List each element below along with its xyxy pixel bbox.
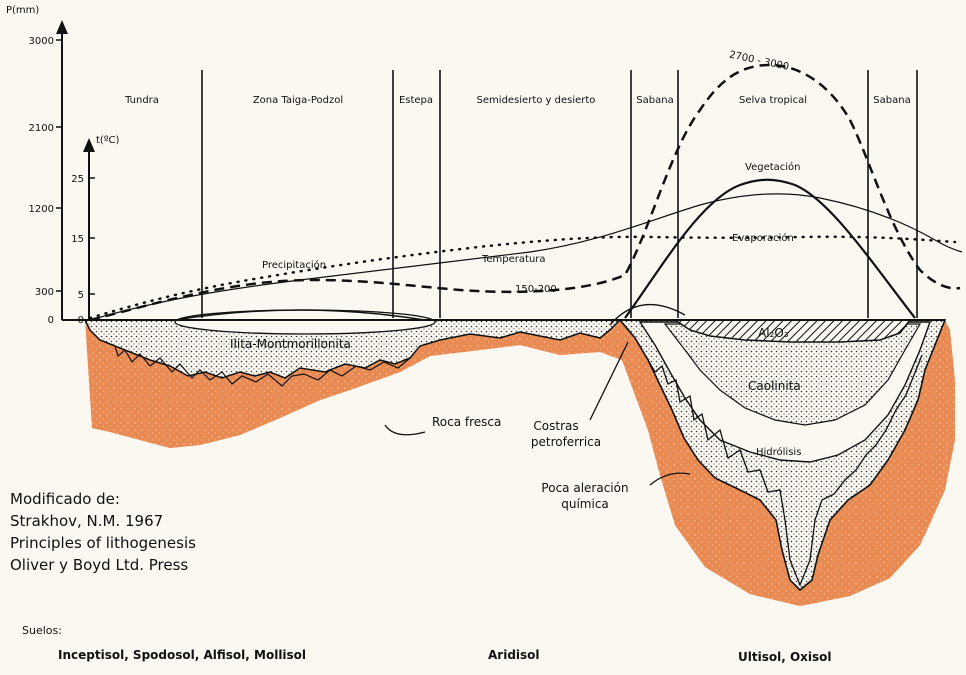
reference-line-2: Strakhov, N.M. 1967 <box>10 512 164 530</box>
bowl-jagged-edge <box>647 354 923 587</box>
p-tick-2100: 2100 <box>29 123 54 134</box>
t-tick-25: 25 <box>71 174 84 185</box>
zone-label-savanna-1: Sabana <box>636 95 673 106</box>
p-tick-1200: 1200 <box>29 204 54 215</box>
kaolinite-label: Caolinita <box>748 379 801 393</box>
illite-lens <box>174 309 436 335</box>
illite-label: Ilita-Montmorillonita <box>230 337 351 351</box>
p-axis-label: P(mm) <box>6 5 39 16</box>
reference-line-3: Principles of lithogenesis <box>10 534 196 552</box>
crust-arrow <box>609 303 686 326</box>
hydrolysis-label: Hidrólisis <box>756 446 801 458</box>
illite-jagged-edge <box>114 345 411 387</box>
p-axis: P(mm) 3000 2100 1200 300 0 <box>6 5 68 326</box>
crusts-label-line1: Costras <box>533 419 578 433</box>
zone-label-savanna-2: Sabana <box>873 95 910 106</box>
t-tick-15: 15 <box>71 234 84 245</box>
kaolinite-zone <box>663 323 922 426</box>
zone-label-steppe: Estepa <box>399 95 433 106</box>
soils-legend: Suelos: Inceptisol, Spodosol, Alfisol, M… <box>0 620 966 670</box>
temperature-label: Temperatura <box>481 254 546 265</box>
weak-alteration-label-line1: Poca aleración <box>541 481 628 495</box>
zone-label-taiga: Zona Taiga-Podzol <box>253 95 343 106</box>
precipitation-high-label: 2700 - 3000 <box>728 50 790 73</box>
evaporation-curve <box>88 235 957 320</box>
alumina-label: Al₂O₃ <box>758 326 789 340</box>
p-tick-300: 300 <box>35 287 54 298</box>
weak-alteration-label-line2: química <box>561 497 609 511</box>
zone-labels: Tundra Zona Taiga-Podzol Estepa Semidesi… <box>124 95 911 106</box>
reference-citation: Modificado de: Strakhov, N.M. 1967 Princ… <box>10 488 196 576</box>
soils-group-tropical: Ultisol, Oxisol <box>738 650 832 664</box>
p-tick-0: 0 <box>48 315 54 326</box>
alumina-layer <box>672 319 912 343</box>
fresh-rock-pointer <box>384 424 426 436</box>
precipitation-label: Precipitación <box>262 259 326 271</box>
illite-weathering-layer <box>83 319 622 379</box>
profile-labels: Ilita-Montmorillonita Roca fresca Al₂O₃ … <box>230 326 801 511</box>
zone-label-semidesert: Semidesierto y desierto <box>477 95 596 106</box>
crusts-label-line2: petroferrica <box>531 435 601 449</box>
soils-group-arid: Aridisol <box>488 648 540 662</box>
zone-label-tundra: Tundra <box>124 95 159 106</box>
soils-group-cold-temperate: Inceptisol, Spodosol, Alfisol, Mollisol <box>58 648 307 662</box>
t-tick-0: 0 <box>78 315 84 326</box>
precipitation-curve <box>89 63 961 322</box>
t-axis-label: t(ºC) <box>96 135 120 146</box>
crusts-pointer <box>589 341 629 421</box>
vegetation-label: Vegetación <box>745 161 801 173</box>
reference-line-4: Oliver y Boyd Ltd. Press <box>10 556 189 574</box>
curve-labels: Precipitación Temperatura 150-200 2700 -… <box>262 50 801 295</box>
vegetation-curve <box>624 178 916 319</box>
t-tick-5: 5 <box>78 290 84 301</box>
zone-label-rainforest: Selva tropical <box>739 95 807 106</box>
soils-heading: Suelos: <box>22 624 62 637</box>
weak-alteration-pointer <box>649 472 691 486</box>
temperature-curve <box>89 193 963 321</box>
t-axis: t(ºC) 25 15 5 0 <box>71 135 119 326</box>
evaporation-label: Evaporación <box>732 232 794 244</box>
zone-boundaries <box>201 70 918 318</box>
p-tick-3000: 3000 <box>29 36 54 47</box>
fresh-rock-label: Roca fresca <box>432 415 501 429</box>
reference-line-1: Modificado de: <box>10 490 120 508</box>
precipitation-low-label: 150-200 <box>515 284 557 295</box>
